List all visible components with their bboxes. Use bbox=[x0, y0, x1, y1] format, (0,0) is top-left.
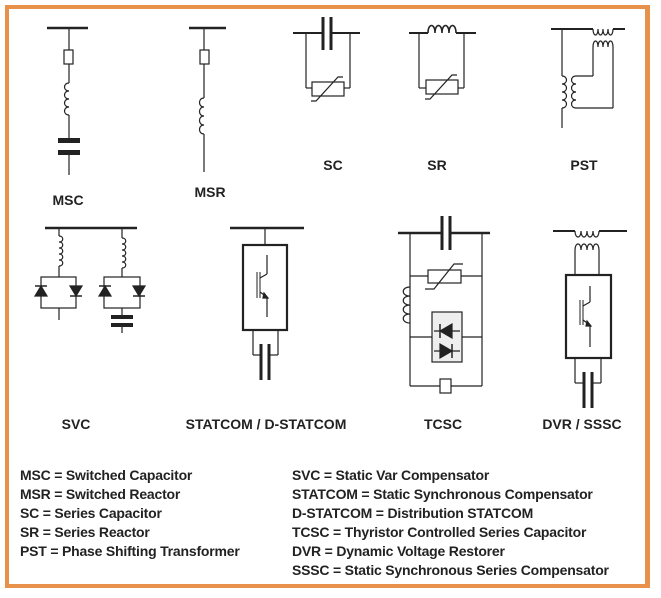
inductor-icon bbox=[198, 97, 205, 135]
varistor-icon bbox=[311, 76, 343, 102]
pst-symbol bbox=[551, 28, 625, 128]
label-msr: MSR bbox=[194, 184, 226, 200]
legend-item: SVC = Static Var Compensator bbox=[292, 467, 490, 483]
legend-item: MSR = Switched Reactor bbox=[20, 486, 181, 502]
legend-item: SR = Series Reactor bbox=[20, 524, 150, 540]
inductor-icon bbox=[58, 235, 64, 267]
thyristor-icon bbox=[33, 284, 49, 297]
inductor-icon bbox=[427, 24, 457, 34]
label-dvr-sssc: DVR / SSSC bbox=[542, 416, 622, 432]
label-msc: MSC bbox=[52, 192, 84, 208]
breaker-icon bbox=[199, 49, 210, 65]
tcsc-symbol bbox=[398, 216, 490, 394]
legend-item: MSC = Switched Capacitor bbox=[20, 467, 193, 483]
series-transformer-icon bbox=[574, 230, 600, 238]
label-tcsc: TCSC bbox=[423, 416, 463, 432]
label-sc: SC bbox=[323, 157, 343, 173]
legend-right: SVC = Static Var Compensator STATCOM = S… bbox=[292, 466, 609, 580]
converter-box-icon bbox=[564, 273, 613, 360]
sc-symbol bbox=[293, 17, 360, 102]
legend-item: SSSC = Static Synchronous Series Compens… bbox=[292, 562, 609, 578]
legend-item: PST = Phase Shifting Transformer bbox=[20, 543, 240, 559]
statcom-symbol bbox=[230, 226, 304, 380]
capacitor-icon bbox=[58, 138, 80, 143]
dvr-sssc-symbol bbox=[553, 230, 627, 408]
shunt-winding-icon bbox=[561, 75, 568, 109]
msr-symbol bbox=[189, 26, 226, 172]
msc-symbol bbox=[47, 26, 88, 175]
label-sr: SR bbox=[427, 157, 447, 173]
converter-box-icon bbox=[241, 243, 289, 332]
legend-item: SC = Series Capacitor bbox=[20, 505, 162, 521]
legend-item: DVR = Dynamic Voltage Restorer bbox=[292, 543, 505, 559]
legend-item: TCSC = Thyristor Controlled Series Capac… bbox=[292, 524, 587, 540]
sr-symbol bbox=[409, 24, 476, 100]
inductor-icon bbox=[402, 286, 411, 324]
svc-symbol bbox=[33, 226, 147, 333]
legend-left: MSC = Switched Capacitor MSR = Switched … bbox=[20, 466, 240, 561]
varistor-icon bbox=[425, 263, 463, 290]
capacitor-icon bbox=[111, 315, 133, 319]
inductor-icon bbox=[63, 82, 70, 116]
breaker-icon bbox=[63, 49, 74, 65]
diagram-frame bbox=[5, 5, 650, 588]
label-pst: PST bbox=[570, 157, 598, 173]
legend-item: STATCOM = Static Synchronous Compensator bbox=[292, 486, 593, 502]
label-svc: SVC bbox=[61, 416, 91, 432]
series-winding-icon bbox=[592, 28, 614, 36]
legend-item: D-STATCOM = Distribution STATCOM bbox=[292, 505, 534, 521]
varistor-icon bbox=[425, 74, 457, 100]
label-statcom: STATCOM / D-STATCOM bbox=[185, 416, 347, 432]
